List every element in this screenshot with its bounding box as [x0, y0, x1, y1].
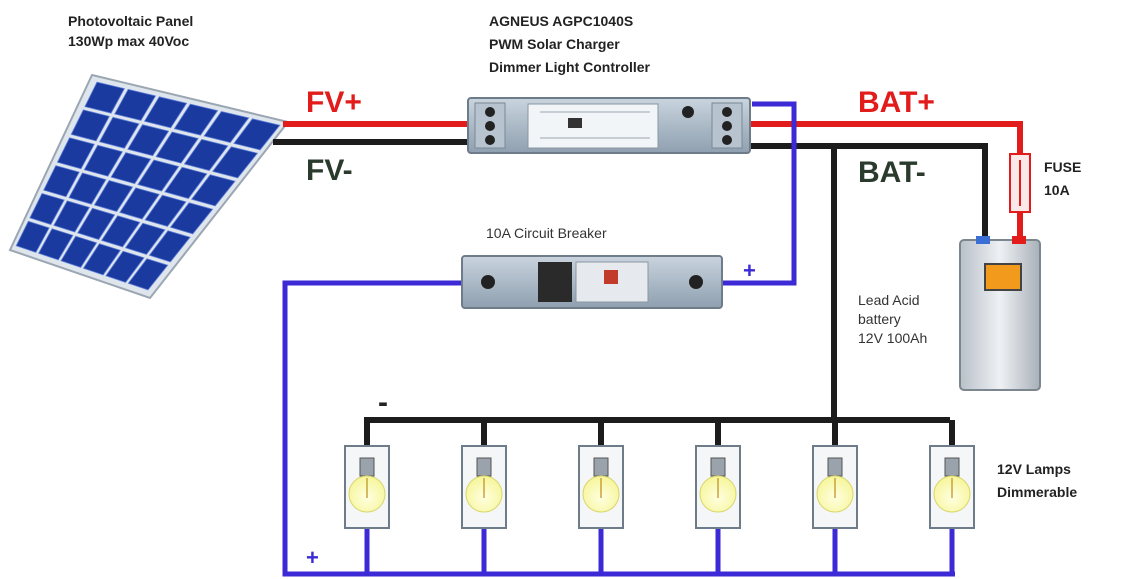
lamps-label-line1: 12V Lamps	[997, 461, 1071, 477]
panel-title-line2: 130Wp max 40Voc	[68, 33, 189, 49]
panel-cell	[144, 194, 187, 227]
panel-cell	[15, 220, 50, 253]
panel-cell	[137, 159, 180, 192]
panel-cell	[70, 109, 110, 142]
panel-cell	[164, 166, 208, 199]
fv-positive-label: FV+	[306, 86, 362, 119]
panel-cell	[53, 200, 91, 233]
panel-cell	[82, 243, 121, 276]
battery-label-line3: 12V 100Ah	[858, 330, 927, 346]
panel-cell	[84, 81, 126, 114]
charge-controller	[467, 97, 751, 154]
battery-label-line1: Lead Acid	[858, 292, 920, 308]
lamp-base	[944, 457, 960, 477]
solar-panel	[8, 73, 290, 300]
panel-cell	[100, 215, 141, 248]
lamp-negative-drops	[364, 420, 955, 446]
panel-cell	[173, 103, 219, 136]
bat-negative-wire	[750, 143, 988, 240]
controller-title-line3: Dimmer Light Controller	[489, 59, 651, 75]
panel-cell	[77, 207, 116, 240]
breaker-plus-sign: +	[743, 258, 756, 283]
lamp	[812, 445, 858, 529]
panel-cell	[233, 118, 281, 151]
battery	[959, 236, 1041, 391]
bat-positive-label: BAT+	[858, 86, 935, 119]
panel-cell	[143, 96, 188, 129]
panel-cell	[60, 235, 98, 268]
lamp-base	[710, 457, 726, 477]
lamp-positive-drops	[364, 528, 955, 574]
controller-title-line1: AGNEUS AGPC1040S	[489, 13, 633, 29]
panel-cell	[38, 228, 74, 261]
panel-cell	[68, 172, 107, 205]
lamp	[461, 445, 507, 529]
panel-cell	[98, 116, 140, 149]
panel-cell	[93, 180, 134, 212]
lamp-plus-sign: +	[306, 545, 319, 570]
lamp	[929, 445, 975, 529]
circuit-breaker	[461, 255, 723, 309]
breaker-switch	[538, 262, 572, 302]
panel-cell	[155, 131, 199, 164]
panel-cell	[212, 146, 259, 179]
panel-cell	[127, 258, 169, 291]
panel-cell	[43, 165, 80, 198]
battery-indicator	[984, 263, 1022, 291]
fuse	[1009, 153, 1031, 213]
bat-negative-label: BAT-	[858, 156, 926, 189]
panel-cell	[169, 202, 214, 235]
panel-cell	[183, 138, 229, 171]
panel-cell	[127, 124, 170, 157]
panel-cell	[105, 250, 145, 283]
fuse-label-line1: FUSE	[1044, 159, 1081, 175]
panel-cell	[110, 152, 152, 185]
breaker-label: 10A Circuit Breaker	[486, 225, 607, 241]
controller-knob	[682, 106, 694, 118]
fuse-label-line2: 10A	[1044, 182, 1070, 198]
panel-cell	[119, 187, 160, 220]
lamp-base	[593, 457, 609, 477]
lamp	[695, 445, 741, 529]
controller-title-line2: PWM Solar Charger	[489, 36, 620, 52]
lamp-base	[827, 457, 843, 477]
battery-positive-terminal	[1012, 236, 1026, 244]
lamp-base	[476, 457, 492, 477]
lamp-minus-sign: -	[378, 386, 388, 419]
panel-title-line1: Photovoltaic Panel	[68, 13, 193, 29]
panel-cell	[148, 230, 191, 263]
panel-cell	[29, 193, 65, 225]
panel-cell	[83, 144, 124, 177]
load-positive-wire	[722, 101, 797, 286]
lamp	[344, 445, 390, 529]
fv-negative-label: FV-	[306, 154, 353, 187]
panel-cell	[56, 137, 95, 170]
lamps-label-line2: Dimmerable	[997, 484, 1077, 500]
bat-positive-wire	[750, 121, 1023, 160]
lamp-positive-bus	[282, 280, 955, 577]
battery-label-line2: battery	[858, 311, 901, 327]
panel-cell	[114, 88, 157, 121]
lamp	[578, 445, 624, 529]
wires	[273, 101, 1023, 577]
lamp-group	[344, 445, 975, 529]
panel-cells	[15, 81, 281, 291]
lamp-base	[359, 457, 375, 477]
panel-cell	[190, 174, 236, 207]
battery-negative-terminal	[976, 236, 990, 244]
panel-cell	[203, 111, 250, 143]
panel-cell	[124, 222, 166, 255]
